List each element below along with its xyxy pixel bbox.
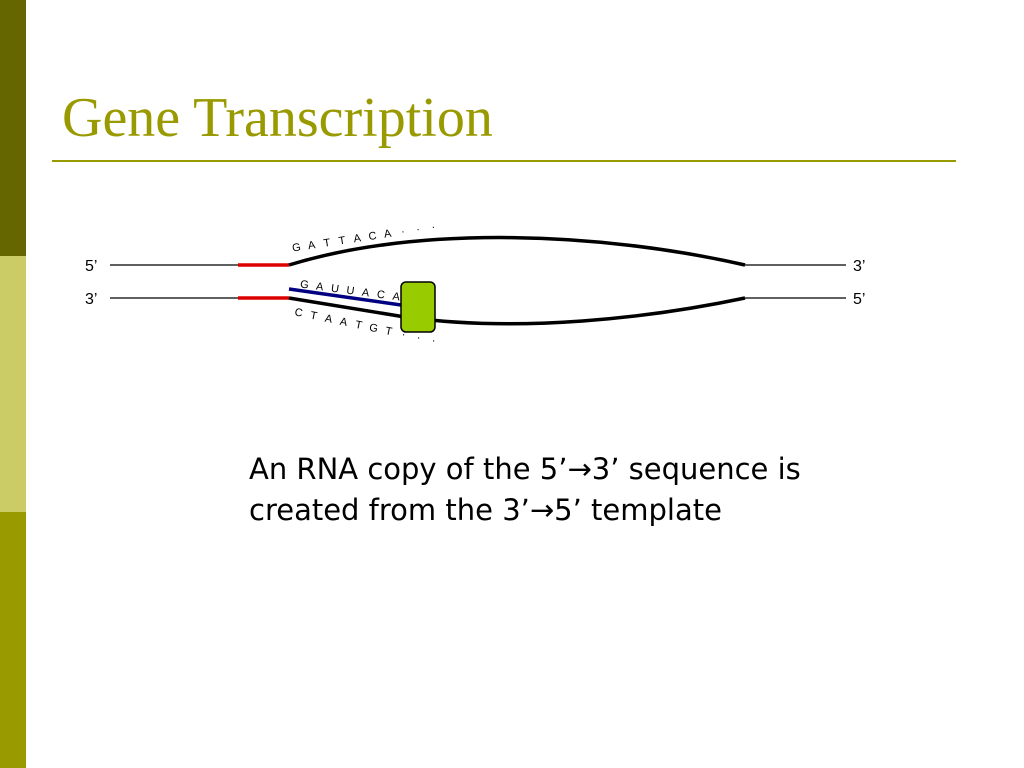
template-strand-letter: · bbox=[401, 329, 407, 341]
coding-strand-letter: C bbox=[368, 230, 378, 243]
caption: An RNA copy of the 5’→3’ sequence is cre… bbox=[249, 449, 949, 531]
rna-letter: U bbox=[330, 283, 340, 296]
caption-line-2: created from the 3’→5’ template bbox=[249, 493, 722, 527]
caption-line-1: An RNA copy of the 5’→3’ sequence is bbox=[249, 452, 801, 486]
rna-letter: A bbox=[392, 291, 402, 304]
side-bar-olive bbox=[0, 512, 26, 768]
template-strand-letter: C bbox=[294, 306, 304, 319]
coding-strand-letter: G bbox=[291, 241, 301, 254]
template-strand-letter: A bbox=[339, 316, 349, 329]
template-strand-letter: · bbox=[431, 335, 437, 347]
rna-strand bbox=[288, 287, 409, 308]
rna-letter: A bbox=[315, 281, 325, 294]
coding-strand-letter: · bbox=[415, 223, 421, 235]
coding-strand-letter: · bbox=[431, 221, 437, 233]
template-strand-letter: G bbox=[368, 322, 379, 335]
side-bar-light bbox=[0, 256, 26, 512]
side-bar-dark bbox=[0, 0, 26, 256]
right-bottom-end-label: 5’ bbox=[853, 291, 865, 308]
rna-letter: U bbox=[346, 285, 356, 298]
template-strand-letter: · bbox=[416, 332, 422, 344]
coding-strand bbox=[288, 235, 746, 267]
coding-strand-letter: T bbox=[338, 235, 347, 248]
rna-polymerase bbox=[400, 281, 436, 333]
coding-strand-letter: A bbox=[383, 228, 393, 241]
template-strand-letter: A bbox=[324, 313, 334, 326]
template-strand-letter: T bbox=[354, 319, 363, 332]
rna-letter: A bbox=[361, 287, 371, 300]
coding-strand-letter: T bbox=[323, 237, 332, 250]
template-strand-letter: T bbox=[384, 325, 393, 338]
title-underline bbox=[52, 160, 956, 162]
slide-title: Gene Transcription bbox=[62, 87, 493, 149]
template-strand-letter: T bbox=[309, 310, 318, 323]
coding-strand-letter: A bbox=[353, 232, 363, 245]
left-top-end-label: 5’ bbox=[85, 258, 97, 275]
coding-strand-letter: A bbox=[307, 239, 317, 252]
coding-strand-letter: · bbox=[400, 226, 406, 238]
right-top-end-label: 3’ bbox=[853, 258, 865, 275]
left-bottom-end-label: 3’ bbox=[85, 291, 97, 308]
rna-letter: C bbox=[376, 289, 386, 302]
rna-letter: G bbox=[299, 278, 309, 291]
